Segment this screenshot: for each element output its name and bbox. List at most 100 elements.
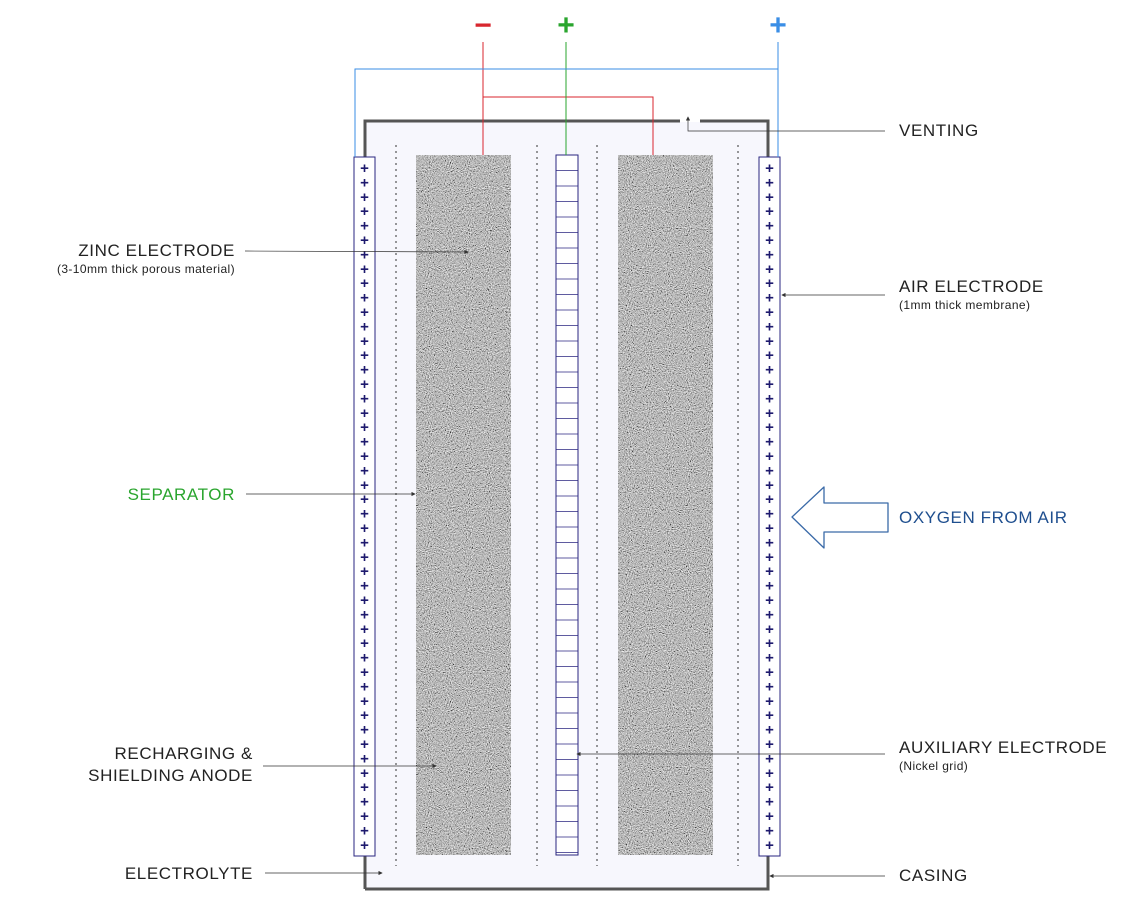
membrane-plus-mark: + (765, 390, 774, 407)
membrane-plus-mark: + (765, 376, 774, 393)
membrane-plus-mark: + (360, 275, 369, 292)
membrane-plus-mark: + (360, 290, 369, 307)
membrane-plus-mark: + (765, 405, 774, 422)
membrane-plus-mark: + (765, 837, 774, 854)
membrane-plus-mark: + (765, 434, 774, 451)
membrane-plus-mark: + (360, 707, 369, 724)
membrane-plus-mark: + (360, 477, 369, 494)
membrane-plus-mark: + (360, 491, 369, 508)
membrane-plus-mark: + (765, 707, 774, 724)
membrane-plus-mark: + (765, 520, 774, 537)
membrane-plus-mark: + (360, 333, 369, 350)
membrane-plus-mark: + (360, 650, 369, 667)
membrane-plus-mark: + (360, 318, 369, 335)
membrane-plus-mark: + (765, 491, 774, 508)
membrane-plus-mark: + (765, 808, 774, 825)
membrane-plus-mark: + (360, 621, 369, 638)
label-air-electrode: AIR ELECTRODE (899, 277, 1044, 296)
label-venting: VENTING (899, 121, 979, 140)
membrane-plus-mark: + (765, 736, 774, 753)
membrane-plus-mark: + (360, 246, 369, 263)
membrane-plus-mark: + (360, 419, 369, 436)
membrane-plus-mark: + (360, 304, 369, 321)
membrane-plus-mark: + (765, 549, 774, 566)
membrane-plus-mark: + (765, 678, 774, 695)
label-casing: CASING (899, 866, 968, 885)
label-zinc-electrode-sub: (3-10mm thick porous material) (57, 262, 235, 276)
membrane-plus-mark: + (360, 549, 369, 566)
oxygen-arrow-icon (791, 486, 889, 549)
membrane-plus-mark: + (765, 189, 774, 206)
membrane-plus-mark: + (765, 765, 774, 782)
membrane-plus-mark: + (765, 304, 774, 321)
membrane-plus-mark: + (765, 203, 774, 220)
label-auxiliary-electrode: AUXILIARY ELECTRODE (899, 738, 1107, 757)
auxiliary-grid-frame (555, 154, 579, 856)
label-oxygen-from-air: OXYGEN FROM AIR (899, 508, 1068, 527)
membrane-plus-mark: + (360, 462, 369, 479)
membrane-plus-mark: + (765, 635, 774, 652)
membrane-plus-mark: + (765, 362, 774, 379)
label-air-electrode-sub: (1mm thick membrane) (899, 298, 1030, 312)
membrane-plus-mark: + (765, 160, 774, 177)
membrane-plus-mark: + (360, 261, 369, 278)
membrane-plus-mark: + (765, 462, 774, 479)
membrane-plus-mark: + (360, 232, 369, 249)
air-electrode-membrane-right (758, 156, 781, 857)
leader-venting (685, 116, 885, 132)
membrane-plus-mark: + (765, 606, 774, 623)
zinc-electrode-left (415, 154, 512, 856)
membrane-plus-mark: + (360, 722, 369, 739)
membrane-plus-mark: + (765, 448, 774, 465)
negative-terminal: − (474, 9, 492, 42)
membrane-plus-mark: + (765, 621, 774, 638)
membrane-plus-mark: + (765, 750, 774, 767)
membrane-plus-mark: + (765, 290, 774, 307)
membrane-plus-mark: + (360, 448, 369, 465)
membrane-plus-mark: + (765, 693, 774, 710)
membrane-plus-mark: + (765, 419, 774, 436)
wiring (354, 42, 779, 157)
membrane-plus-mark: + (765, 347, 774, 364)
membrane-plus-mark: + (360, 578, 369, 595)
membrane-plus-mark: + (765, 261, 774, 278)
membrane-plus-mark: + (765, 722, 774, 739)
membrane-plus-mark: + (360, 218, 369, 235)
membrane-plus-mark: + (360, 362, 369, 379)
membrane-plus-mark: + (765, 232, 774, 249)
membrane-plus-mark: + (360, 606, 369, 623)
membrane-plus-mark: + (360, 376, 369, 393)
membrane-plus-mark: + (360, 765, 369, 782)
membrane-plus-mark: + (360, 808, 369, 825)
air-electrode-membrane-left (353, 156, 376, 857)
air-positive-terminal: + (769, 9, 787, 42)
membrane-plus-mark: + (360, 347, 369, 364)
membrane-plus-mark: + (360, 736, 369, 753)
membrane-plus-mark: + (765, 779, 774, 796)
membrane-plus-mark: + (765, 578, 774, 595)
membrane-plus-mark: + (765, 592, 774, 609)
membrane-plus-mark: + (360, 563, 369, 580)
membrane-plus-mark: + (765, 275, 774, 292)
membrane-plus-mark: + (360, 534, 369, 551)
membrane-plus-mark: + (360, 506, 369, 523)
membrane-plus-mark: + (765, 650, 774, 667)
membrane-plus-mark: + (765, 664, 774, 681)
membrane-plus-mark: + (360, 693, 369, 710)
membrane-plus-mark: + (360, 635, 369, 652)
membrane-plus-mark: + (360, 592, 369, 609)
label-electrolyte: ELECTROLYTE (125, 864, 253, 883)
membrane-plus-mark: + (360, 189, 369, 206)
membrane-plus-mark: + (360, 203, 369, 220)
label-recharging-line2: SHIELDING ANODE (88, 766, 253, 785)
membrane-plus-mark: + (765, 174, 774, 191)
membrane-plus-mark: + (360, 405, 369, 422)
membrane-plus-mark: + (765, 822, 774, 839)
label-recharging-line1: RECHARGING & (115, 744, 254, 763)
membrane-plus-marks: ++++++++++++++++++++++++++++++++++++++++… (360, 160, 774, 854)
membrane-plus-mark: + (765, 477, 774, 494)
membrane-plus-mark: + (360, 390, 369, 407)
label-separator: SEPARATOR (128, 485, 235, 504)
leader-zinc (244, 249, 469, 255)
